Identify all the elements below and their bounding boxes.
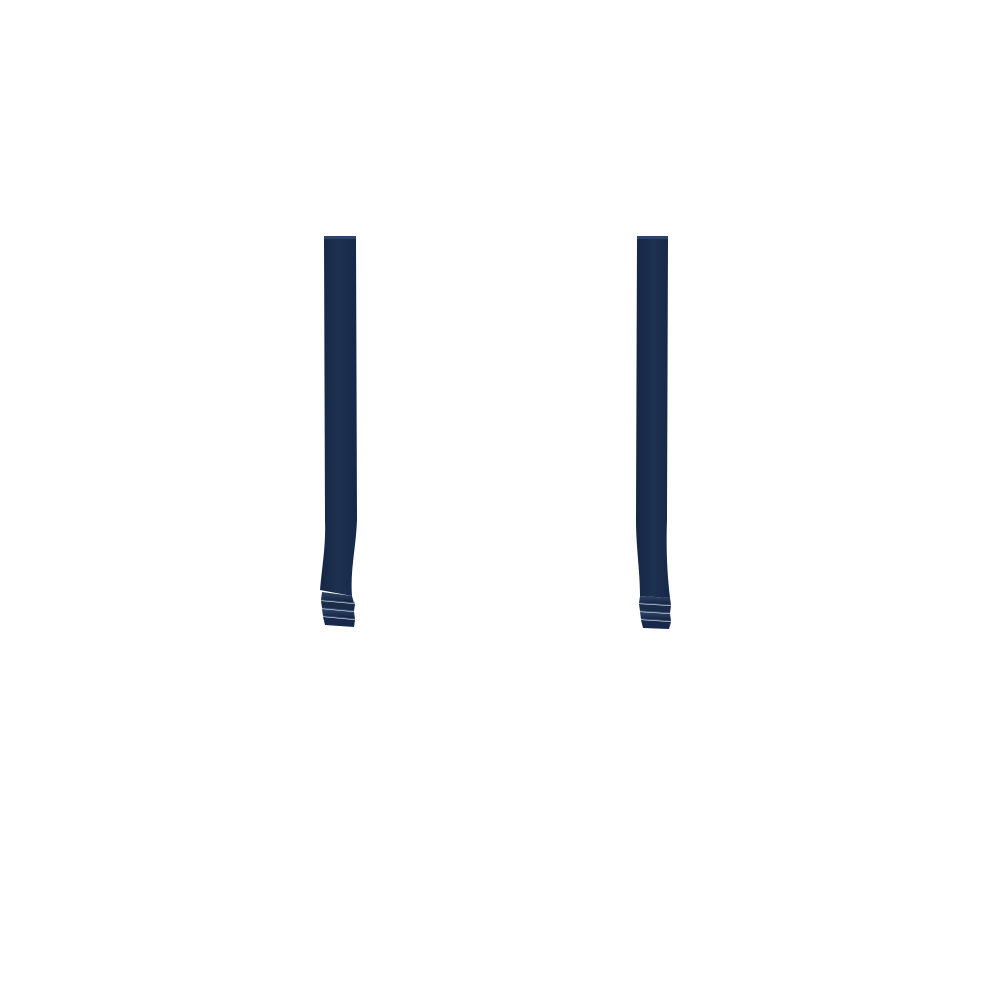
right-ribbon-folded-end xyxy=(638,596,672,629)
right-ribbon-top-edge xyxy=(637,236,668,239)
left-ribbon-top-edge xyxy=(324,236,356,239)
left-ribbon-strap xyxy=(320,236,357,627)
left-ribbon-folded-end xyxy=(320,592,356,627)
right-ribbon-strap xyxy=(636,236,672,629)
right-ribbon-body xyxy=(636,238,670,598)
left-ribbon-body xyxy=(320,238,357,596)
